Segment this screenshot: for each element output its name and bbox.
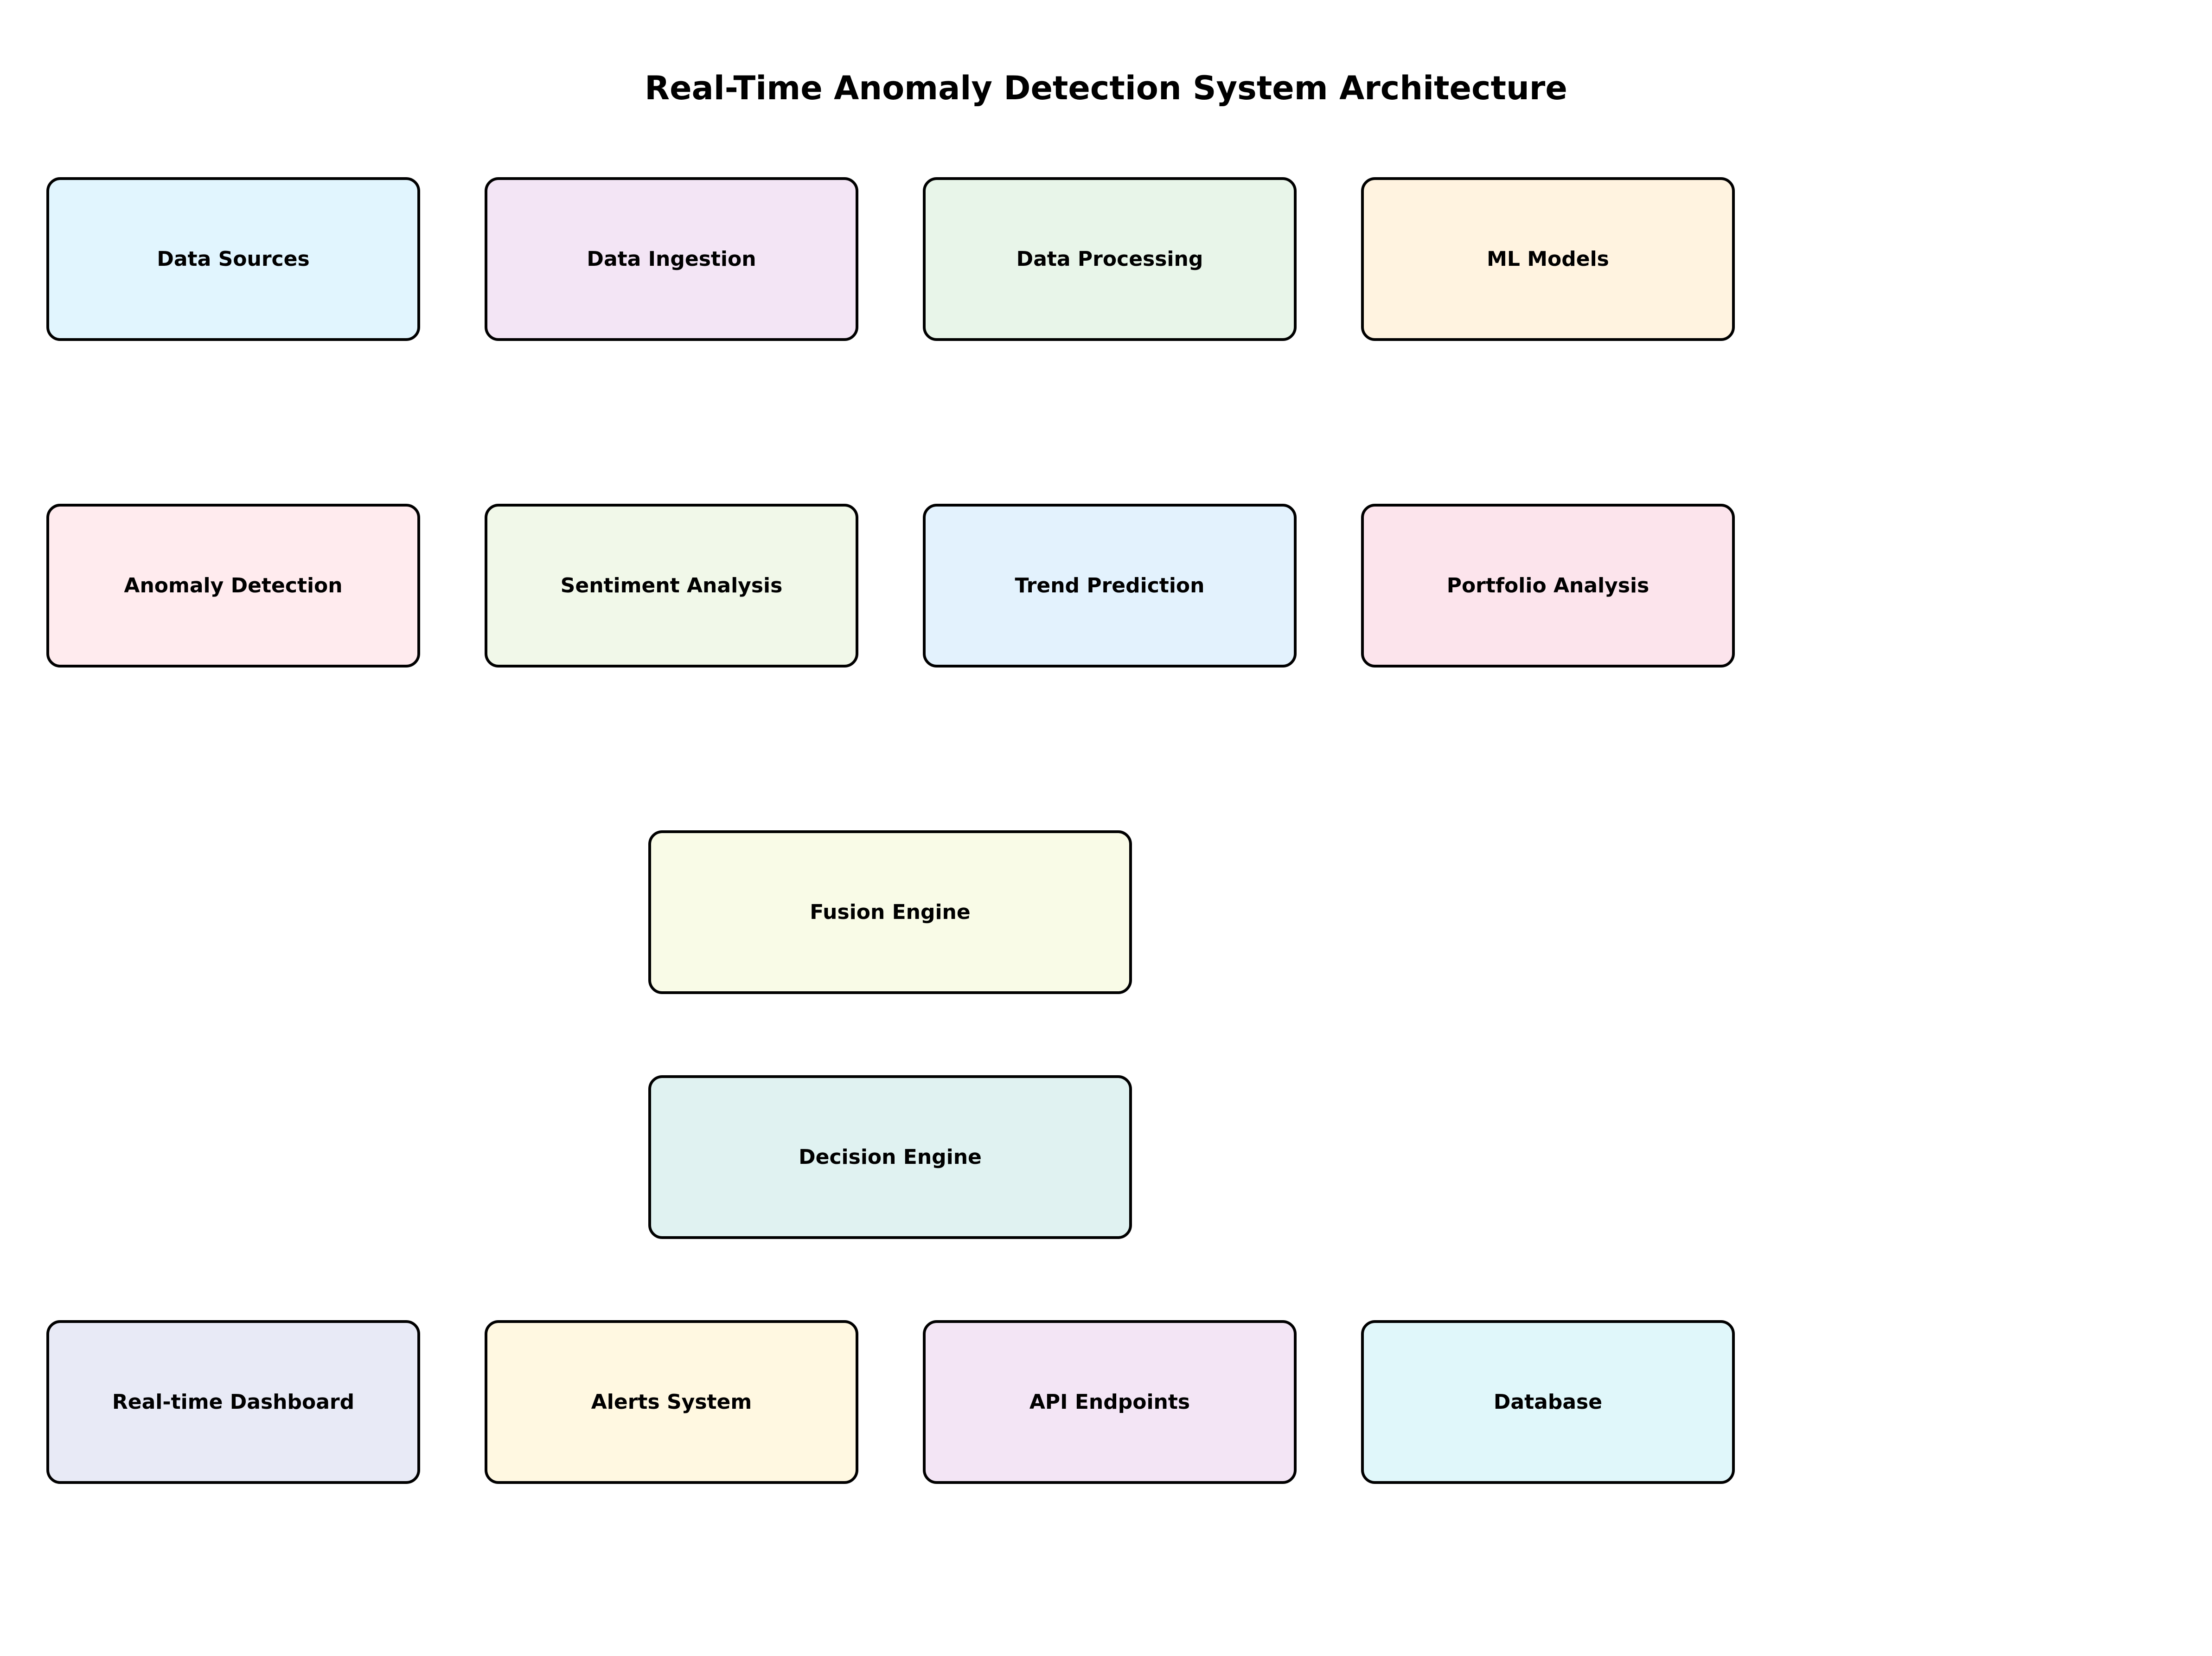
node-label: API Endpoints [1029, 1390, 1190, 1414]
diagram-title: Real-Time Anomaly Detection System Archi… [645, 69, 1567, 107]
node-data-ingestion: Data Ingestion [485, 177, 858, 341]
node-alerts-system: Alerts System [485, 1320, 858, 1484]
node-ml-models: ML Models [1361, 177, 1735, 341]
node-fusion-engine: Fusion Engine [648, 830, 1132, 994]
node-label: Anomaly Detection [124, 574, 343, 597]
node-decision-engine: Decision Engine [648, 1075, 1132, 1239]
node-api-endpoints: API Endpoints [923, 1320, 1297, 1484]
node-label: Decision Engine [799, 1145, 982, 1169]
node-label: Data Ingestion [587, 247, 756, 271]
node-label: ML Models [1487, 247, 1609, 271]
node-label: Trend Prediction [1015, 574, 1205, 597]
node-anomaly-detection: Anomaly Detection [46, 504, 420, 668]
node-portfolio-analysis: Portfolio Analysis [1361, 504, 1735, 668]
node-label: Portfolio Analysis [1446, 574, 1649, 597]
node-data-sources: Data Sources [46, 177, 420, 341]
node-label: Fusion Engine [810, 900, 971, 924]
node-trend-prediction: Trend Prediction [923, 504, 1297, 668]
node-sentiment-analysis: Sentiment Analysis [485, 504, 858, 668]
node-data-processing: Data Processing [923, 177, 1297, 341]
node-label: Real-time Dashboard [112, 1390, 355, 1414]
node-label: Sentiment Analysis [560, 574, 783, 597]
node-realtime-dashboard: Real-time Dashboard [46, 1320, 420, 1484]
node-label: Database [1493, 1390, 1603, 1414]
node-label: Alerts System [591, 1390, 752, 1414]
node-label: Data Processing [1016, 247, 1203, 271]
node-database: Database [1361, 1320, 1735, 1484]
node-label: Data Sources [157, 247, 310, 271]
